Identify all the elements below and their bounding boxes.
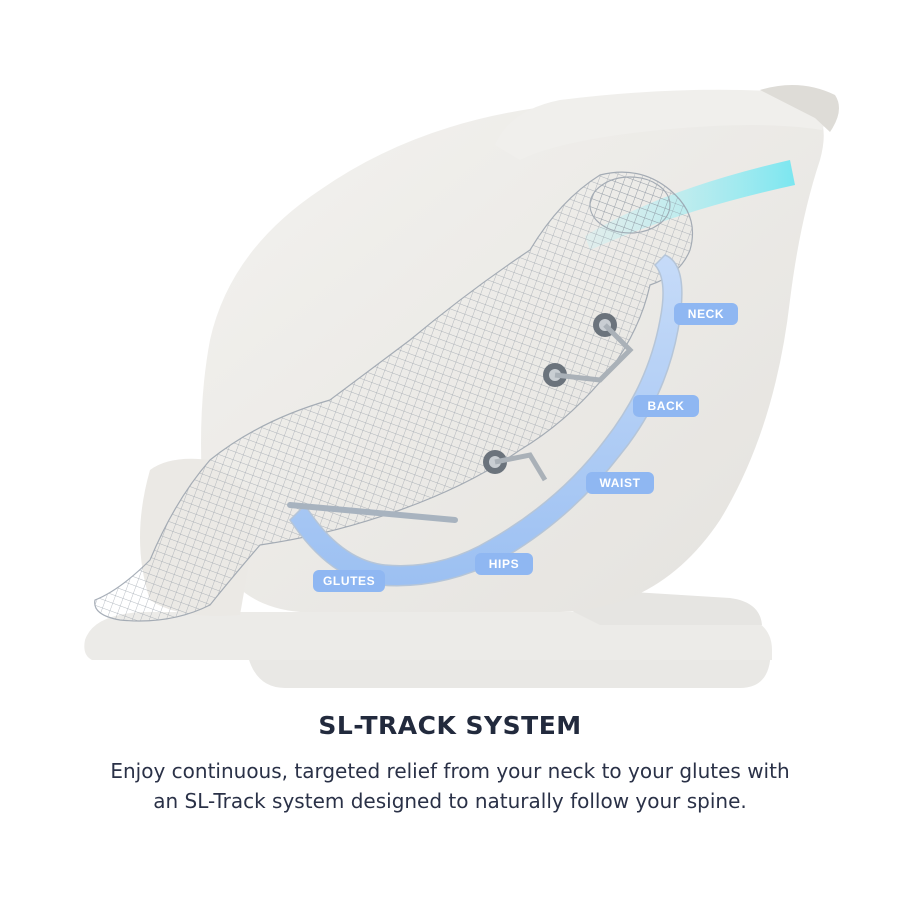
wireframe-body <box>94 171 694 622</box>
track-label-hips: HIPS <box>475 553 533 575</box>
track-label-waist: WAIST <box>586 472 654 494</box>
track-label-neck: NECK <box>674 303 738 325</box>
track-label-glutes: GLUTES <box>313 570 385 592</box>
feature-description: Enjoy continuous, targeted relief from y… <box>110 759 790 813</box>
chair-svg <box>84 85 839 688</box>
massage-chair-illustration: NECK BACK WAIST HIPS GLUTES <box>84 85 839 688</box>
massage-rollers <box>483 313 634 482</box>
feature-copy: SL-TRACK SYSTEM Enjoy continuous, target… <box>0 700 900 816</box>
feature-headline: SL-TRACK SYSTEM <box>318 711 582 740</box>
track-label-back: BACK <box>633 395 699 417</box>
chair-base <box>84 588 773 688</box>
sl-track <box>287 254 683 587</box>
